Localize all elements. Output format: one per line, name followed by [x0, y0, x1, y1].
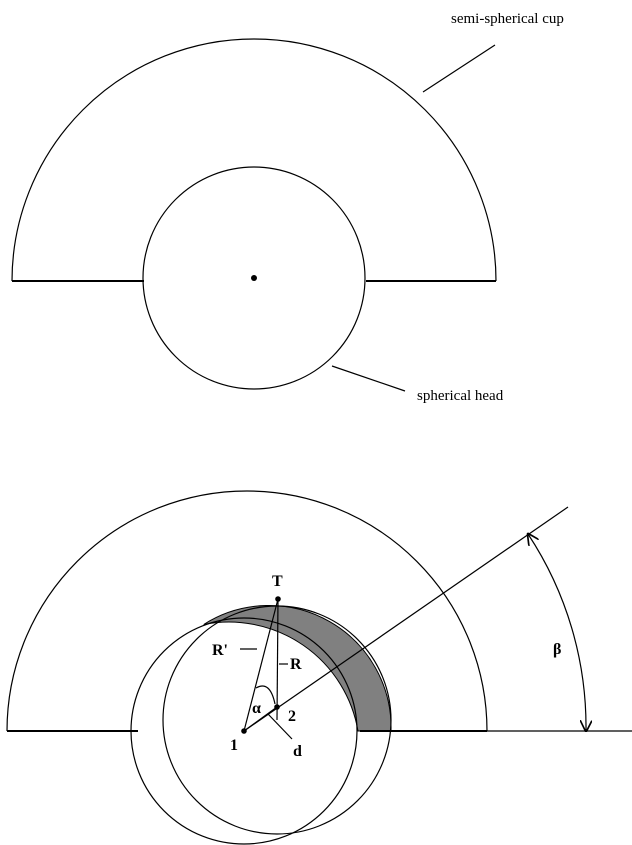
- label-R-prime: R': [212, 642, 228, 659]
- point-2-dot: [274, 704, 280, 710]
- label-1: 1: [230, 737, 238, 754]
- head-label-leader: [331, 365, 406, 392]
- cup-label: semi-spherical cup: [451, 11, 564, 27]
- top-cup-outer-arc: [11, 38, 497, 282]
- d-leader: [267, 713, 293, 740]
- top-figure: semi-spherical cup spherical head: [11, 11, 564, 404]
- point-T-dot: [275, 596, 281, 602]
- bottom-cup-outer-arc: [6, 490, 488, 732]
- point-1-dot: [241, 728, 247, 734]
- label-beta: β: [553, 641, 561, 658]
- cup-label-leader: [422, 44, 496, 93]
- radius-R-line: [276, 598, 279, 721]
- head-label: spherical head: [417, 388, 504, 404]
- label-2: 2: [288, 708, 296, 725]
- top-spherical-head: [142, 166, 366, 390]
- head-circle-position-2: [162, 605, 392, 835]
- label-alpha: α: [252, 700, 261, 717]
- label-d: d: [293, 743, 302, 760]
- label-R: R: [290, 656, 302, 673]
- label-T: T: [272, 573, 283, 590]
- top-head-center-dot: [251, 275, 257, 281]
- alpha-angle-arc: [255, 685, 276, 705]
- beta-angle-arc: [528, 534, 586, 731]
- head-circle-position-1: [130, 617, 358, 845]
- radius-R-prime-line: [243, 598, 279, 732]
- bottom-figure: T R' R α 2 1 d β: [6, 490, 632, 845]
- beta-direction-line: [243, 506, 569, 732]
- displacement-d-line: [243, 706, 278, 732]
